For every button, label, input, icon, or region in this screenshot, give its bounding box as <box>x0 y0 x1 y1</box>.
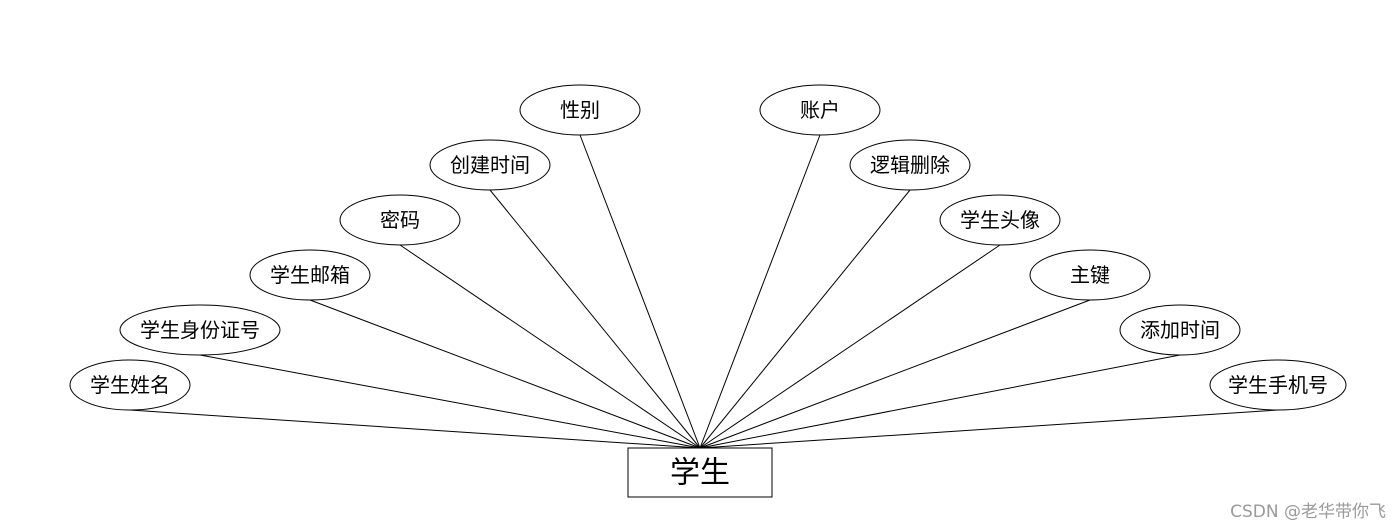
attribute-label: 学生手机号 <box>1228 373 1328 397</box>
connector-primary-key <box>699 299 1091 449</box>
connector-gender <box>579 134 701 449</box>
attribute-label: 主键 <box>1070 263 1110 287</box>
attribute-label: 创建时间 <box>450 153 530 177</box>
attribute-label: 学生姓名 <box>90 373 170 397</box>
entity-node: 学生 <box>627 447 773 498</box>
attribute-label: 学生邮箱 <box>270 263 350 287</box>
attribute-create-time: 创建时间 <box>429 139 551 191</box>
attribute-label: 添加时间 <box>1140 318 1220 342</box>
attribute-label: 学生身份证号 <box>140 318 260 342</box>
connector-avatar <box>699 244 1001 449</box>
attribute-logic-delete: 逻辑删除 <box>849 139 971 191</box>
attribute-label: 逻辑删除 <box>870 153 950 177</box>
attribute-ellipse <box>429 139 551 191</box>
attribute-gender: 性别 <box>519 84 641 136</box>
connector-add-time <box>699 354 1181 449</box>
attribute-label: 性别 <box>560 98 600 122</box>
connector-email <box>309 299 701 449</box>
attribute-ellipse <box>519 84 641 136</box>
attribute-ellipse <box>69 359 191 411</box>
attribute-label: 密码 <box>380 208 420 232</box>
attribute-ellipse <box>339 194 461 246</box>
watermark: CSDN @老华带你飞 <box>1230 502 1386 522</box>
attribute-label: 学生头像 <box>960 208 1040 232</box>
connector-account <box>699 134 821 449</box>
connector-logic-delete <box>699 189 911 449</box>
attribute-nodes: 学生姓名 学生身份证号 学生邮箱 密码 创建时间 性别 账户逻辑删除学生头像主键添加时间学生… <box>69 84 1347 411</box>
attribute-ellipse <box>1119 304 1241 356</box>
attribute-avatar: 学生头像 <box>939 194 1061 246</box>
attribute-ellipse <box>759 84 881 136</box>
entity-box <box>627 447 773 498</box>
attribute-ellipse <box>249 249 371 301</box>
attribute-name: 学生姓名 <box>69 359 191 411</box>
attribute-password: 密码 <box>339 194 461 246</box>
attribute-add-time: 添加时间 <box>1119 304 1241 356</box>
connector-lines <box>129 134 1279 449</box>
connector-name <box>129 409 701 449</box>
attribute-account: 账户 <box>759 84 881 136</box>
attribute-ellipse <box>849 139 971 191</box>
attribute-ellipse <box>1029 249 1151 301</box>
connector-create-time <box>489 189 701 449</box>
connector-id-card <box>199 354 701 449</box>
attribute-label: 账户 <box>800 98 840 122</box>
attribute-ellipse <box>1209 359 1347 411</box>
attribute-phone: 学生手机号 <box>1209 359 1347 411</box>
attribute-primary-key: 主键 <box>1029 249 1151 301</box>
attribute-email: 学生邮箱 <box>249 249 371 301</box>
attribute-ellipse <box>939 194 1061 246</box>
attribute-ellipse <box>119 304 281 356</box>
connector-password <box>399 244 701 449</box>
connector-phone <box>699 409 1279 449</box>
attribute-id-card: 学生身份证号 <box>119 304 281 356</box>
entity-label: 学生 <box>670 456 730 491</box>
